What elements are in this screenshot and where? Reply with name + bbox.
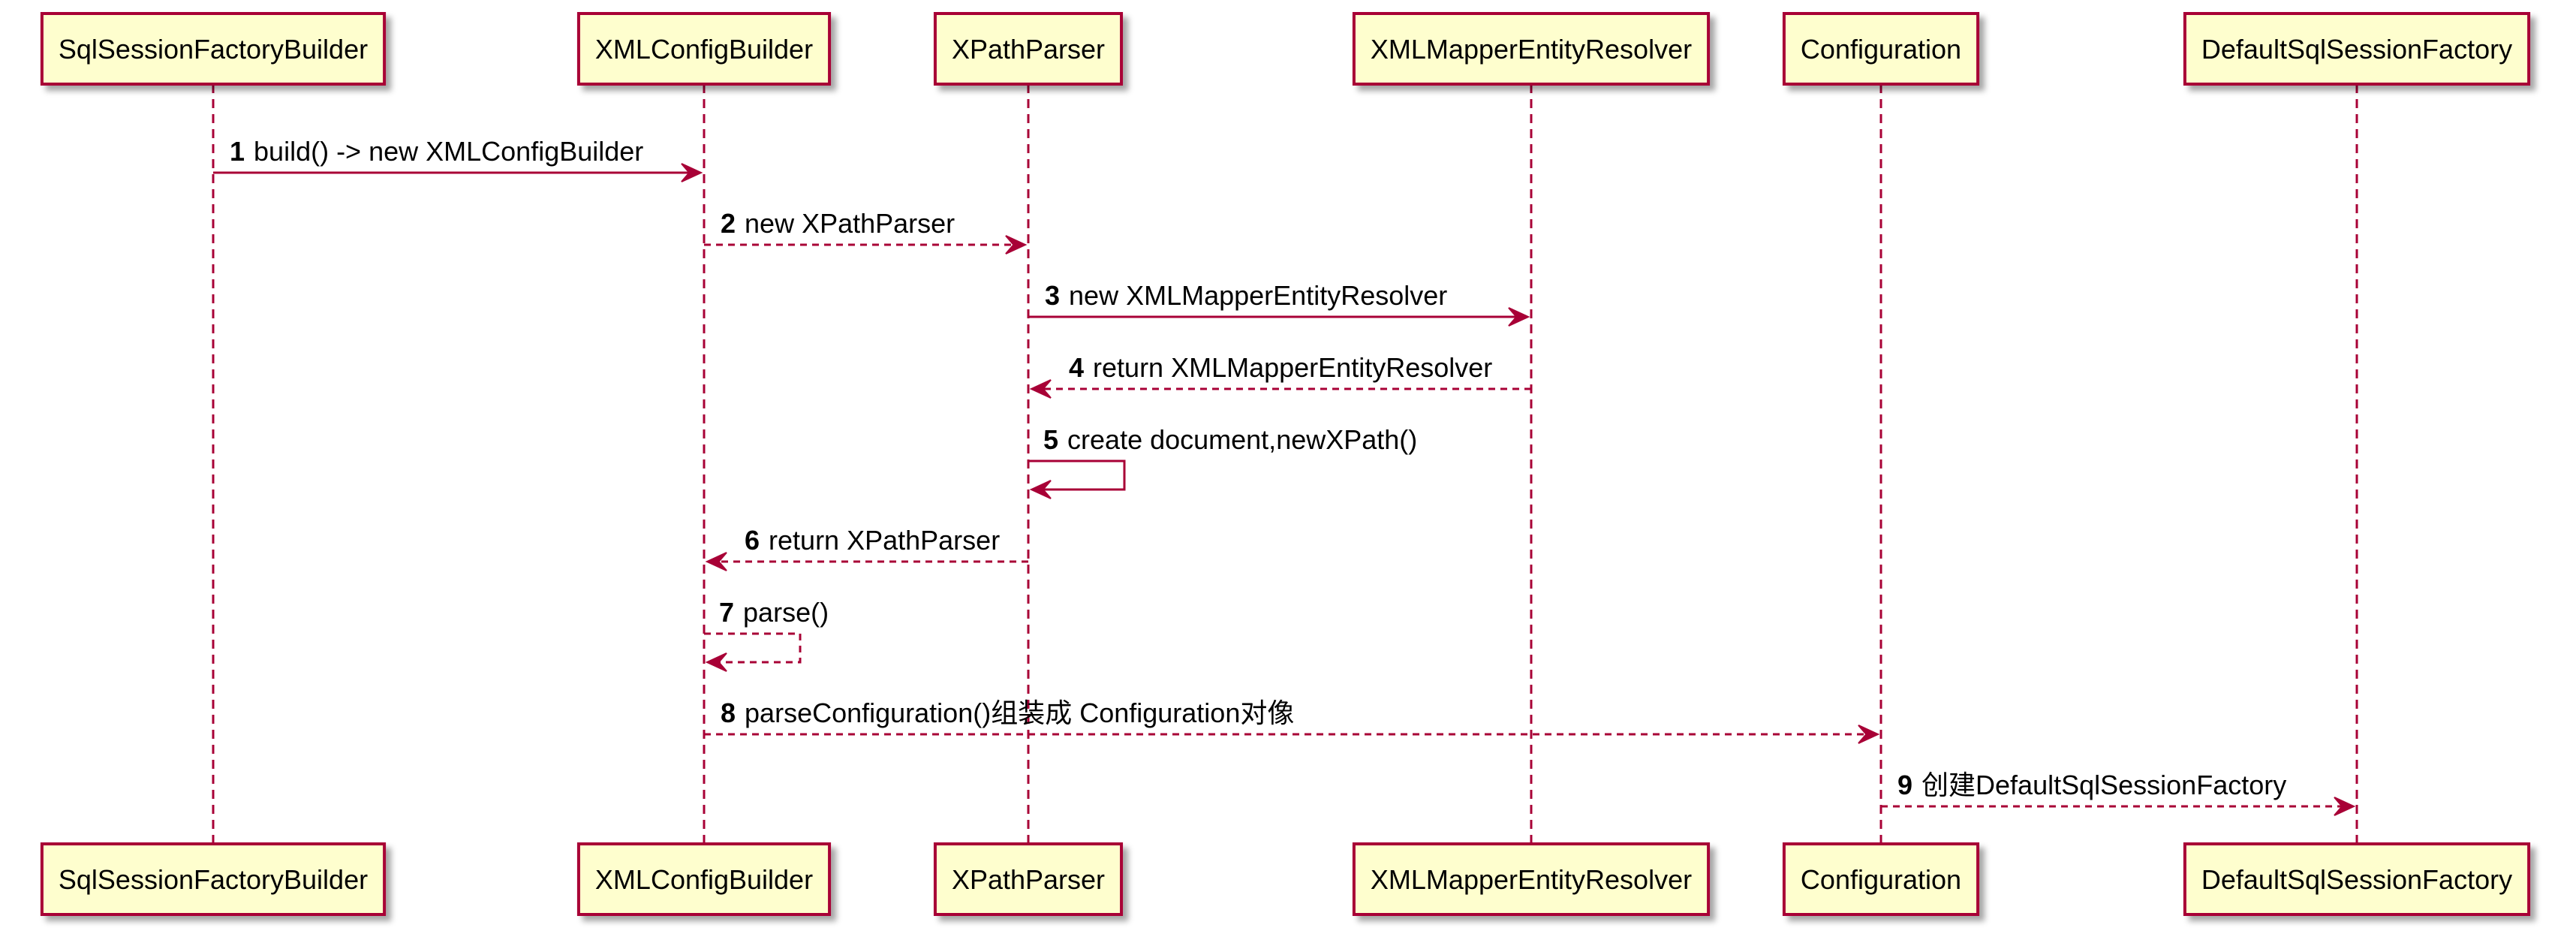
message-6[interactable]: 6 return XPathParser <box>705 525 1028 571</box>
participant-label: XPathParser <box>952 864 1105 895</box>
arrowhead-icon <box>1858 725 1880 744</box>
lifelines <box>212 84 2358 844</box>
message-text: new XPathParser <box>745 208 955 239</box>
participant-top-sqlsessionfactorybuilder[interactable]: SqlSessionFactoryBuilder <box>40 12 387 86</box>
participant-label: XPathParser <box>952 34 1105 65</box>
arrowhead-icon <box>1005 235 1028 255</box>
message-text: parseConfiguration()组装成 Configuration对像 <box>745 697 1294 728</box>
participant-label: Configuration <box>1801 864 1961 895</box>
message-number: 3 <box>1045 280 1060 311</box>
participants-top: SqlSessionFactoryBuilder XMLConfigBuilde… <box>40 12 2531 86</box>
participant-top-xmlmapperentityresolver[interactable]: XMLMapperEntityResolver <box>1352 12 1711 86</box>
participants-bottom: SqlSessionFactoryBuilder XMLConfigBuilde… <box>40 842 2531 916</box>
message-number: 8 <box>721 697 736 728</box>
participant-bottom-xpathparser[interactable]: XPathParser <box>933 842 1124 916</box>
message-text: build() -> new XMLConfigBuilder <box>254 136 643 167</box>
message-text: 创建DefaultSqlSessionFactory <box>1921 770 2286 800</box>
message-3[interactable]: 3 new XMLMapperEntityResolver <box>1028 280 1530 327</box>
participant-label: SqlSessionFactoryBuilder <box>59 34 368 65</box>
participant-top-xpathparser[interactable]: XPathParser <box>933 12 1124 86</box>
message-text: create document,newXPath() <box>1067 424 1417 455</box>
arrowhead-icon <box>705 652 727 672</box>
participant-bottom-xmlconfigbuilder[interactable]: XMLConfigBuilder <box>576 842 832 916</box>
participant-label: Configuration <box>1801 34 1961 65</box>
arrowhead-icon <box>1029 379 1052 399</box>
message-number: 5 <box>1043 424 1058 455</box>
arrowhead-icon <box>681 163 703 182</box>
participant-top-configuration[interactable]: Configuration <box>1782 12 1980 86</box>
message-text: return XPathParser <box>769 525 1000 556</box>
participant-label: DefaultSqlSessionFactory <box>2201 34 2512 65</box>
participant-label: XMLConfigBuilder <box>595 34 813 65</box>
messages: 1 build() -> new XMLConfigBuilder 2 new XP… <box>213 136 2356 816</box>
message-number: 4 <box>1069 352 1084 383</box>
message-7[interactable]: 7 parse() <box>704 597 829 672</box>
participant-bottom-sqlsessionfactorybuilder[interactable]: SqlSessionFactoryBuilder <box>40 842 387 916</box>
message-number: 6 <box>745 525 760 556</box>
message-number: 1 <box>230 136 245 167</box>
participant-bottom-configuration[interactable]: Configuration <box>1782 842 1980 916</box>
participant-label: SqlSessionFactoryBuilder <box>59 864 368 895</box>
participant-label: DefaultSqlSessionFactory <box>2201 864 2512 895</box>
participant-top-defaultsqlsessionfactory[interactable]: DefaultSqlSessionFactory <box>2183 12 2531 86</box>
participant-bottom-defaultsqlsessionfactory[interactable]: DefaultSqlSessionFactory <box>2183 842 2531 916</box>
message-text: return XMLMapperEntityResolver <box>1093 352 1492 383</box>
arrowhead-icon <box>1029 480 1052 499</box>
message-number: 7 <box>719 597 734 628</box>
participant-top-xmlconfigbuilder[interactable]: XMLConfigBuilder <box>576 12 832 86</box>
participant-label: XMLConfigBuilder <box>595 864 813 895</box>
message-9[interactable]: 9 创建DefaultSqlSessionFactory <box>1881 770 2356 816</box>
message-4[interactable]: 4 return XMLMapperEntityResolver <box>1029 352 1531 399</box>
message-number: 2 <box>721 208 736 239</box>
message-1[interactable]: 1 build() -> new XMLConfigBuilder <box>213 136 703 182</box>
arrowhead-icon <box>2334 797 2356 816</box>
message-8[interactable]: 8 parseConfiguration()组装成 Configuration对像 <box>704 697 1880 744</box>
message-text: new XMLMapperEntityResolver <box>1069 280 1447 311</box>
participant-bottom-xmlmapperentityresolver[interactable]: XMLMapperEntityResolver <box>1352 842 1711 916</box>
participant-label: XMLMapperEntityResolver <box>1371 34 1692 65</box>
arrowhead-icon <box>705 552 727 571</box>
message-number: 9 <box>1897 770 1912 800</box>
participant-label: XMLMapperEntityResolver <box>1371 864 1692 895</box>
message-5[interactable]: 5 create document,newXPath() <box>1028 424 1417 499</box>
arrowhead-icon <box>1508 307 1530 327</box>
message-2[interactable]: 2 new XPathParser <box>704 208 1028 255</box>
message-text: parse() <box>743 597 829 628</box>
